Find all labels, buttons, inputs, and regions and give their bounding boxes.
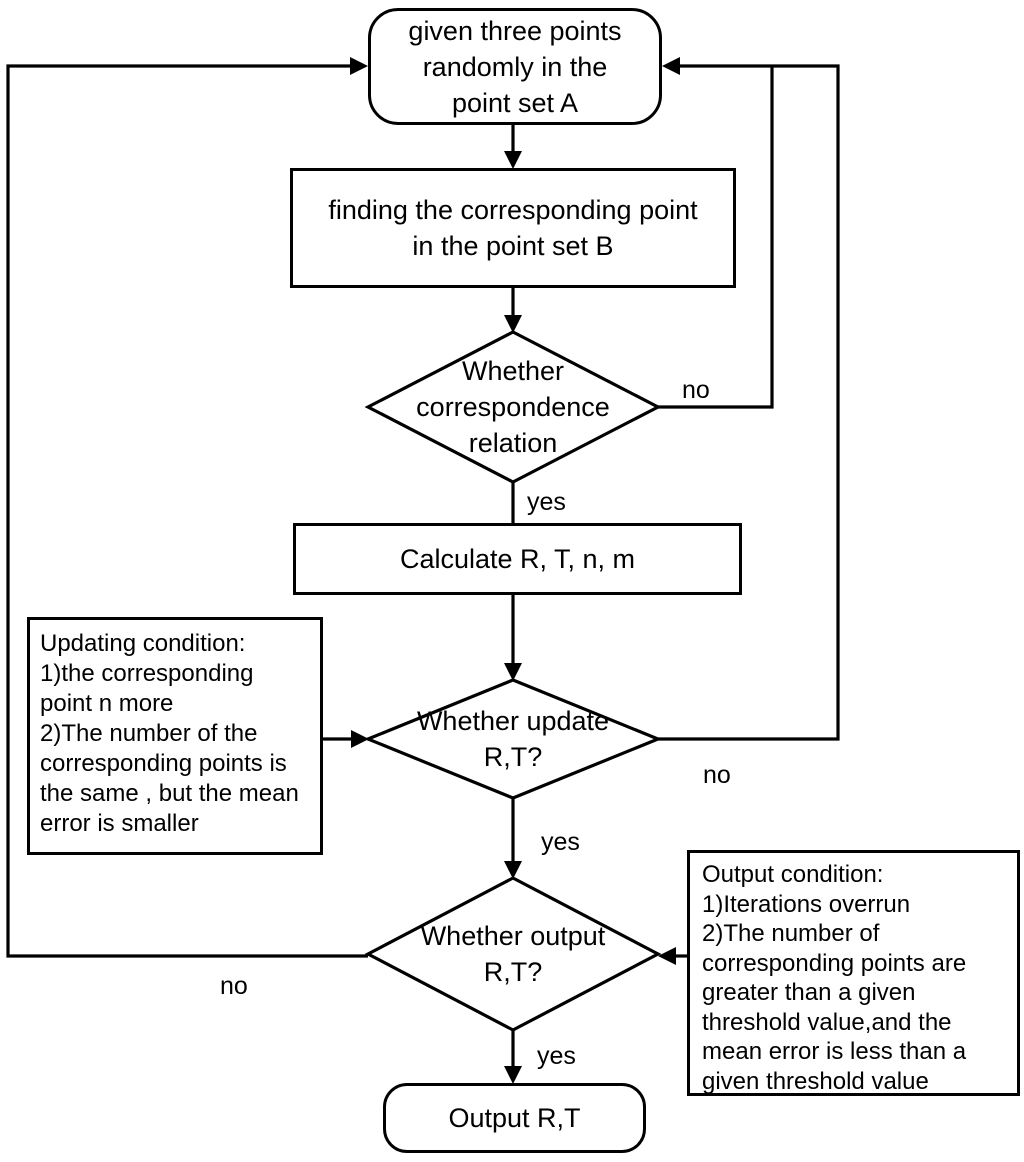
edge-label-output-no: no (220, 972, 248, 1000)
edge-label-output-yes: yes (537, 1042, 576, 1070)
updating-condition-note: Updating condition: 1)the corresponding … (27, 617, 323, 855)
decision-update-shape (363, 678, 663, 800)
edge-label-update-no: no (703, 761, 731, 789)
decision-correspondence-shape (364, 330, 662, 484)
output-condition-note: Output condition: 1)Iterations overrun 2… (687, 850, 1020, 1096)
decision-output-label: Whether output R,T? (420, 921, 606, 987)
start-terminator: given three points randomly in the point… (368, 8, 662, 125)
decision-output-shape (364, 876, 662, 1032)
end-terminator: Output R,T (383, 1083, 646, 1153)
process-calculate: Calculate R, T, n, m (293, 523, 742, 595)
edge-label-correspondence-yes: yes (527, 488, 566, 516)
decision-update-label: Whether update R,T? (416, 706, 610, 772)
edge-label-correspondence-no: no (682, 376, 710, 404)
decision-correspondence-label: Whether correspondence relation (416, 356, 610, 458)
edge-label-update-yes: yes (541, 828, 580, 856)
process-find-correspondence: finding the corresponding point in the p… (290, 168, 736, 288)
